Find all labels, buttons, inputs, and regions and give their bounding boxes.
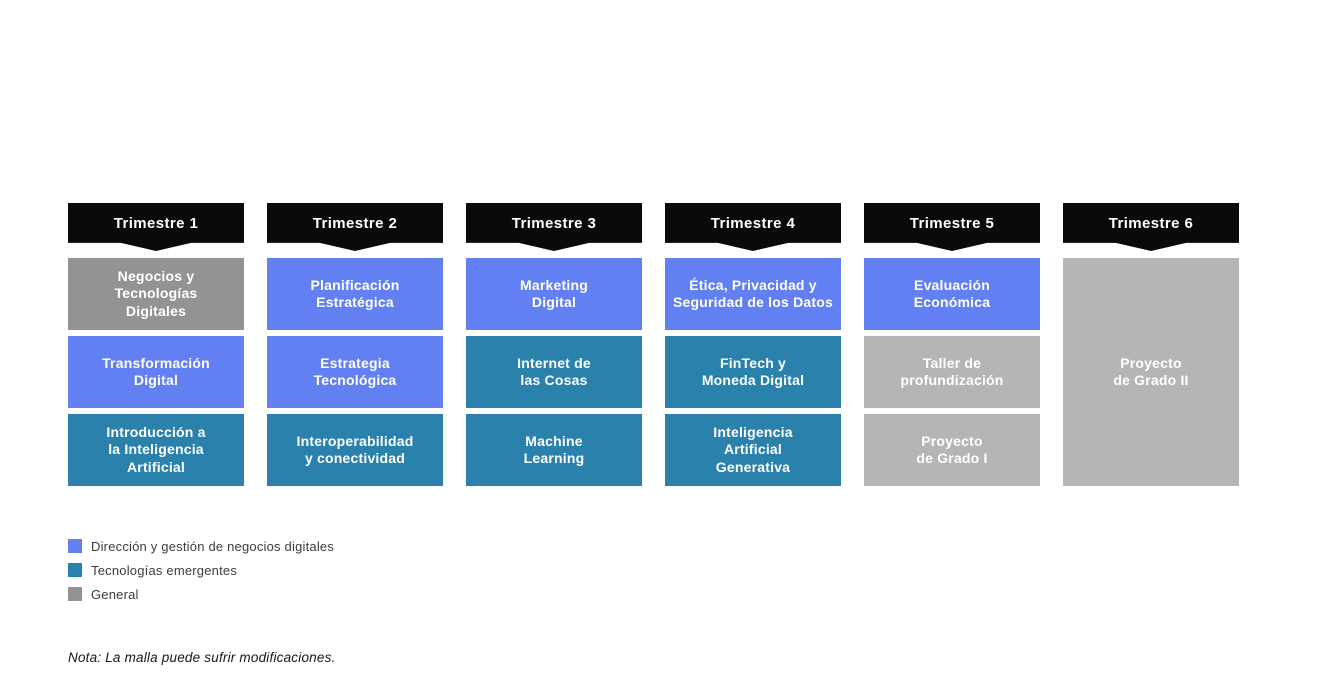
trimester-3-header: Trimestre 3 [466,203,642,251]
trimester-4-cards: Ética, Privacidad y Seguridad de los Dat… [665,258,841,486]
trimester-2-header: Trimestre 2 [267,203,443,251]
legend-label: Tecnologías emergentes [91,562,238,578]
course-card: Planificación Estratégica [267,258,443,330]
legend-label: General [91,586,139,602]
course-card: Transformación Digital [68,336,244,408]
legend-swatch-direccion [68,539,82,553]
trimester-6-header: Trimestre 6 [1063,203,1239,251]
course-card: Marketing Digital [466,258,642,330]
trimester-5-cards: Evaluación Económica Taller de profundiz… [864,258,1040,486]
trimester-3-column: Trimestre 3 Marketing Digital Internet d… [466,203,642,486]
legend-swatch-general [68,587,82,601]
course-card: Evaluación Económica [864,258,1040,330]
trimester-5-header: Trimestre 5 [864,203,1040,251]
trimester-1-header: Trimestre 1 [68,203,244,251]
trimester-6-cards: Proyecto de Grado II [1063,258,1239,486]
legend-item: Dirección y gestión de negocios digitale… [68,538,335,554]
course-card: Taller de profundización [864,336,1040,408]
course-card: Internet de las Cosas [466,336,642,408]
trimester-5-column: Trimestre 5 Evaluación Económica Taller … [864,203,1040,486]
trimester-3-cards: Marketing Digital Internet de las Cosas … [466,258,642,486]
trimester-4-column: Trimestre 4 Ética, Privacidad y Segurida… [665,203,841,486]
course-card: Interoperabilidad y conectividad [267,414,443,486]
trimester-2-cards: Planificación Estratégica Estrategia Tec… [267,258,443,486]
trimester-1-column: Trimestre 1 Negocios y Tecnologías Digit… [68,203,244,486]
trimester-1-cards: Negocios y Tecnologías Digitales Transfo… [68,258,244,486]
legend-swatch-tecnologias [68,563,82,577]
legend: Dirección y gestión de negocios digitale… [68,539,334,611]
course-card: Proyecto de Grado I [864,414,1040,486]
course-card: FinTech y Moneda Digital [665,336,841,408]
legend-label: Dirección y gestión de negocios digitale… [91,538,335,554]
disclaimer-note: Nota: La malla puede sufrir modificacion… [68,650,336,665]
course-card: Negocios y Tecnologías Digitales [68,258,244,330]
course-card: Introducción a la Inteligencia Artificia… [68,414,244,486]
course-card: Machine Learning [466,414,642,486]
legend-item: Tecnologías emergentes [68,562,334,578]
curriculum-board: Trimestre 1 Negocios y Tecnologías Digit… [68,203,1239,486]
course-card: Proyecto de Grado II [1063,258,1239,486]
trimester-2-column: Trimestre 2 Planificación Estratégica Es… [267,203,443,486]
course-card: Ética, Privacidad y Seguridad de los Dat… [665,258,841,330]
course-card: Inteligencia Artificial Generativa [665,414,841,486]
legend-item: General [68,586,334,602]
trimester-6-column: Trimestre 6 Proyecto de Grado II [1063,203,1239,486]
course-card: Estrategia Tecnológica [267,336,443,408]
trimester-4-header: Trimestre 4 [665,203,841,251]
